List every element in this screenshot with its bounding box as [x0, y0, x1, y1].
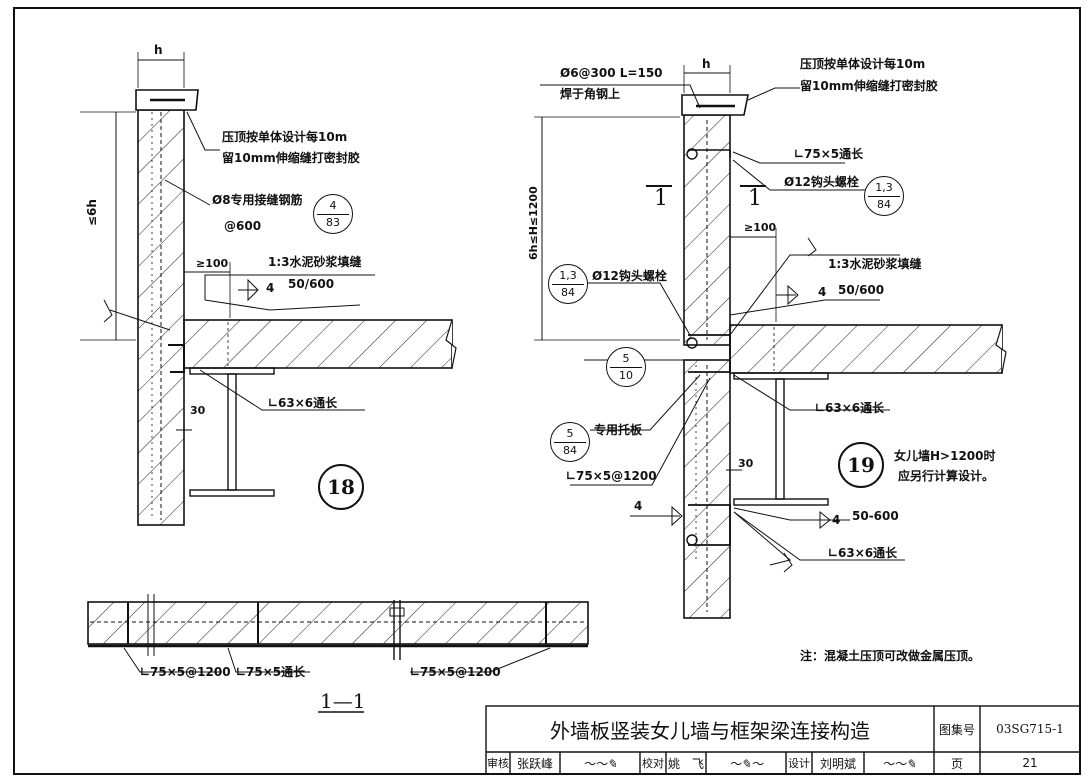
d18-dim-100: ≥100 — [196, 257, 229, 270]
checker-signature: ～✎～ — [728, 756, 764, 771]
d18-rebar-ref-circle: 4 83 — [313, 194, 353, 234]
reviewer-signature: ～～✎ — [582, 756, 618, 771]
d19-bolt-ref-left-circle: 1,3 84 — [548, 264, 588, 304]
d19-angle-note: ∟63×6通长 — [815, 401, 885, 415]
d19-weld2-size: 4 — [634, 499, 643, 513]
d18-rebar-ref-bot: 83 — [326, 216, 340, 229]
d19-bolt-ref-right-bot: 84 — [877, 198, 891, 211]
d19-weld-size: 4 — [818, 285, 827, 299]
s11-label-left: ∟75×5@1200 — [140, 665, 231, 679]
d18-coping-note-1: 压顶按单体设计每10m — [222, 130, 348, 144]
detail-18-geometry — [80, 52, 457, 526]
detail-19-geometry — [534, 65, 1007, 619]
d18-weld-spec: 50/600 — [288, 277, 335, 291]
d19-weld2-size-b: 4 — [832, 513, 841, 527]
page-number: 21 — [1022, 756, 1038, 770]
d19-angle-spacing-note: ∟75×5@1200 — [566, 469, 657, 483]
d19-gap-30: 30 — [738, 457, 754, 470]
d18-rebar-ref-top: 4 — [329, 199, 337, 212]
d18-rebar-note: Ø8专用接缝钢筋 — [212, 193, 303, 207]
d19-bolt-ref-right-circle: 1,3 84 — [864, 176, 904, 216]
s11-title: 1—1 — [320, 689, 366, 713]
s11-label-mid: ∟75×5通长 — [236, 665, 306, 679]
d18-dim-6h: ≤6h — [85, 199, 99, 226]
d19-bolt-note-left: Ø12钩头螺栓 — [592, 269, 667, 283]
d18-angle-note: ∟63×6通长 — [268, 396, 338, 410]
atlas-label: 图集号 — [938, 722, 975, 737]
s11-label-right: ∟75×5@1200 — [410, 665, 501, 679]
d18-rebar-spacing: @600 — [224, 219, 262, 233]
d19-bracket-ref-circle: 5 84 — [550, 422, 590, 462]
d19-angle2-note: ∟63×6通长 — [828, 546, 898, 560]
check-label: 校对 — [642, 757, 664, 770]
d19-ref-510-circle: 5 10 — [606, 347, 646, 387]
d19-rod-note-2: 焊于角钢上 — [560, 87, 621, 101]
d19-weld-spec: 50/600 — [838, 283, 885, 297]
d19-bolt-note-right: Ø12钩头螺栓 — [784, 175, 859, 189]
d19-bracket-ref-top: 5 — [566, 427, 574, 440]
page-label: 页 — [950, 756, 963, 771]
d19-height-note-1: 女儿墙H>1200时 — [894, 449, 996, 463]
design-label: 设计 — [788, 757, 810, 770]
d19-ref-510-top: 5 — [622, 352, 630, 365]
d19-dim-100: ≥100 — [744, 221, 777, 234]
section-1-1-geometry — [87, 594, 589, 713]
atlas-number: 03SG715-1 — [996, 722, 1064, 736]
checker-name: 姚 飞 — [667, 756, 704, 771]
designer-signature: ～～✎ — [881, 756, 917, 771]
review-label: 审核 — [487, 757, 509, 770]
d19-bolt-ref-left-bot: 84 — [561, 286, 575, 299]
d19-coping-note-2: 留10mm伸缩缝打密封胶 — [800, 79, 938, 93]
general-note: 注：混凝土压顶可改做金属压顶。 — [800, 649, 981, 663]
d19-section-right: 1 — [748, 186, 762, 211]
d18-weld-size: 4 — [266, 281, 275, 295]
d19-weld2-spec: 50-600 — [852, 509, 899, 523]
d19-bolt-ref-left-top: 1,3 — [559, 269, 577, 282]
d19-dim-h: h — [702, 57, 711, 71]
d19-angle-top-note: ∟75×5通长 — [794, 147, 864, 161]
d19-dim-height: 6h≤H≤1200 — [527, 186, 540, 260]
detail-19-number: 19 — [838, 442, 884, 488]
d18-coping-note-2: 留10mm伸缩缝打密封胶 — [222, 151, 360, 165]
d19-rod-note-1: Ø6@300 L=150 — [560, 66, 663, 80]
designer-name: 刘明斌 — [819, 756, 856, 771]
d19-bracket-note: 专用托板 — [594, 423, 643, 437]
title-block-lines — [485, 705, 1081, 775]
d18-mortar-note: 1:3水泥砂浆填缝 — [268, 255, 362, 269]
d18-dim-h: h — [154, 43, 163, 57]
d19-mortar-note: 1:3水泥砂浆填缝 — [828, 257, 922, 271]
d19-coping-note-1: 压顶按单体设计每10m — [800, 57, 926, 71]
d19-section-left: 1 — [654, 186, 668, 211]
detail-18-number: 18 — [318, 464, 364, 510]
d19-ref-510-bot: 10 — [619, 369, 633, 382]
drawing-title: 外墙板竖装女儿墙与框架梁连接构造 — [550, 718, 870, 743]
d19-bracket-ref-bot: 84 — [563, 444, 577, 457]
reviewer-name: 张跃峰 — [516, 756, 553, 771]
d18-gap-30: 30 — [190, 404, 206, 417]
d19-bolt-ref-right-top: 1,3 — [875, 181, 893, 194]
d19-height-note-2: 应另行计算设计。 — [898, 469, 995, 483]
